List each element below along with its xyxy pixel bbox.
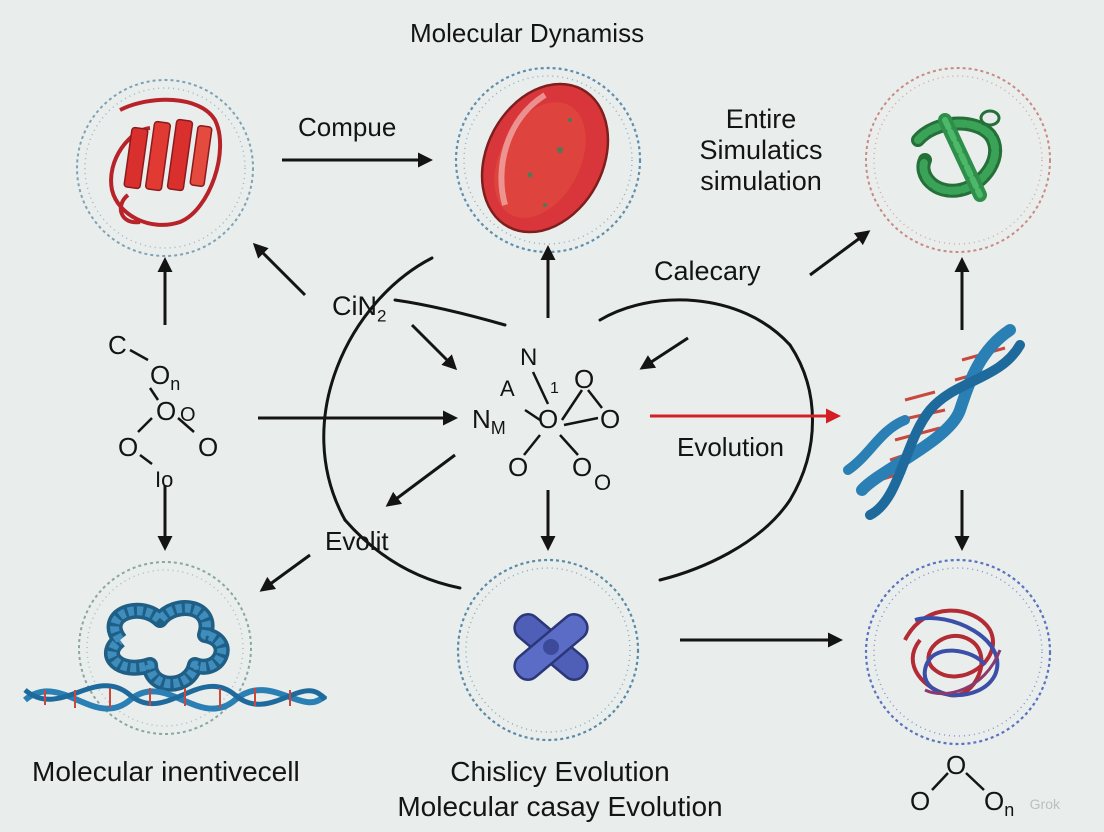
atom: On [984,786,1015,821]
protein-beta-sheet-icon [109,97,223,227]
blue-cross-protein-icon [513,613,589,681]
label-bottom-center-line: Chislicy Evolution [450,756,670,787]
atom: O [572,452,593,482]
diagram-title: Molecular Dynamiss [410,18,645,48]
label-evolit: Evolit [325,526,389,556]
atom: O [118,432,139,462]
watermark-grok: Grok [1029,796,1060,812]
central-arcs [322,256,814,590]
dna-helix-icon [843,324,1025,520]
atom: O [508,452,529,482]
label-entire-line: Entire [725,104,797,134]
ring-top-right [865,67,1051,253]
atom: O [946,750,967,780]
arrows [157,152,970,648]
label-entire-line: Simulatics [699,135,823,165]
atom: O [156,396,177,426]
ring-bottom-right [864,558,1052,746]
label-molecular-inentivecell: Molecular inentivecell [32,756,300,787]
label-cin2: CiN2 [332,291,386,326]
tangled-chain-protein-icon [903,608,1002,698]
label-bottom-center: Chislicy Evolution Molecular casay Evolu… [380,754,740,824]
label-cin2-text: CiN [332,291,377,321]
atom: O [538,404,559,434]
atom: O [600,404,621,434]
label-calecary: Calecary [654,256,761,286]
atom: O [180,404,196,426]
atom: NM [472,404,506,439]
cell-icon [480,82,610,234]
atom: N [520,344,538,371]
ring-bottom-center [456,558,640,742]
label-cin2-sub: 2 [377,306,387,326]
label-bottom-center-line: Molecular casay Evolution [397,791,723,822]
atom: 1 [550,380,559,397]
atom: O [910,786,931,816]
green-helix-protein-icon [911,109,1003,202]
atom: On [150,360,181,395]
label-entire-simulation: Entire Simulatics simulation [686,104,836,197]
label-compue: Compue [298,112,397,142]
label-evolution: Evolution [677,432,784,462]
left-molecule-bonds [129,348,195,465]
ring-bottom-left [78,561,252,735]
center-molecule-bonds [523,371,603,456]
ring-top-left [76,79,254,257]
atom: O [198,432,219,462]
blue-coil-protein-icon [104,600,230,692]
atom: A [500,376,515,401]
atom: O [574,364,595,394]
bottom-right-molecule-bonds [931,772,985,791]
atom: O [594,470,612,495]
label-entire-line: simulation [700,166,822,196]
dna-strand-bottom-left [23,683,328,712]
atom: C [108,330,127,360]
atom: Io [155,467,174,492]
